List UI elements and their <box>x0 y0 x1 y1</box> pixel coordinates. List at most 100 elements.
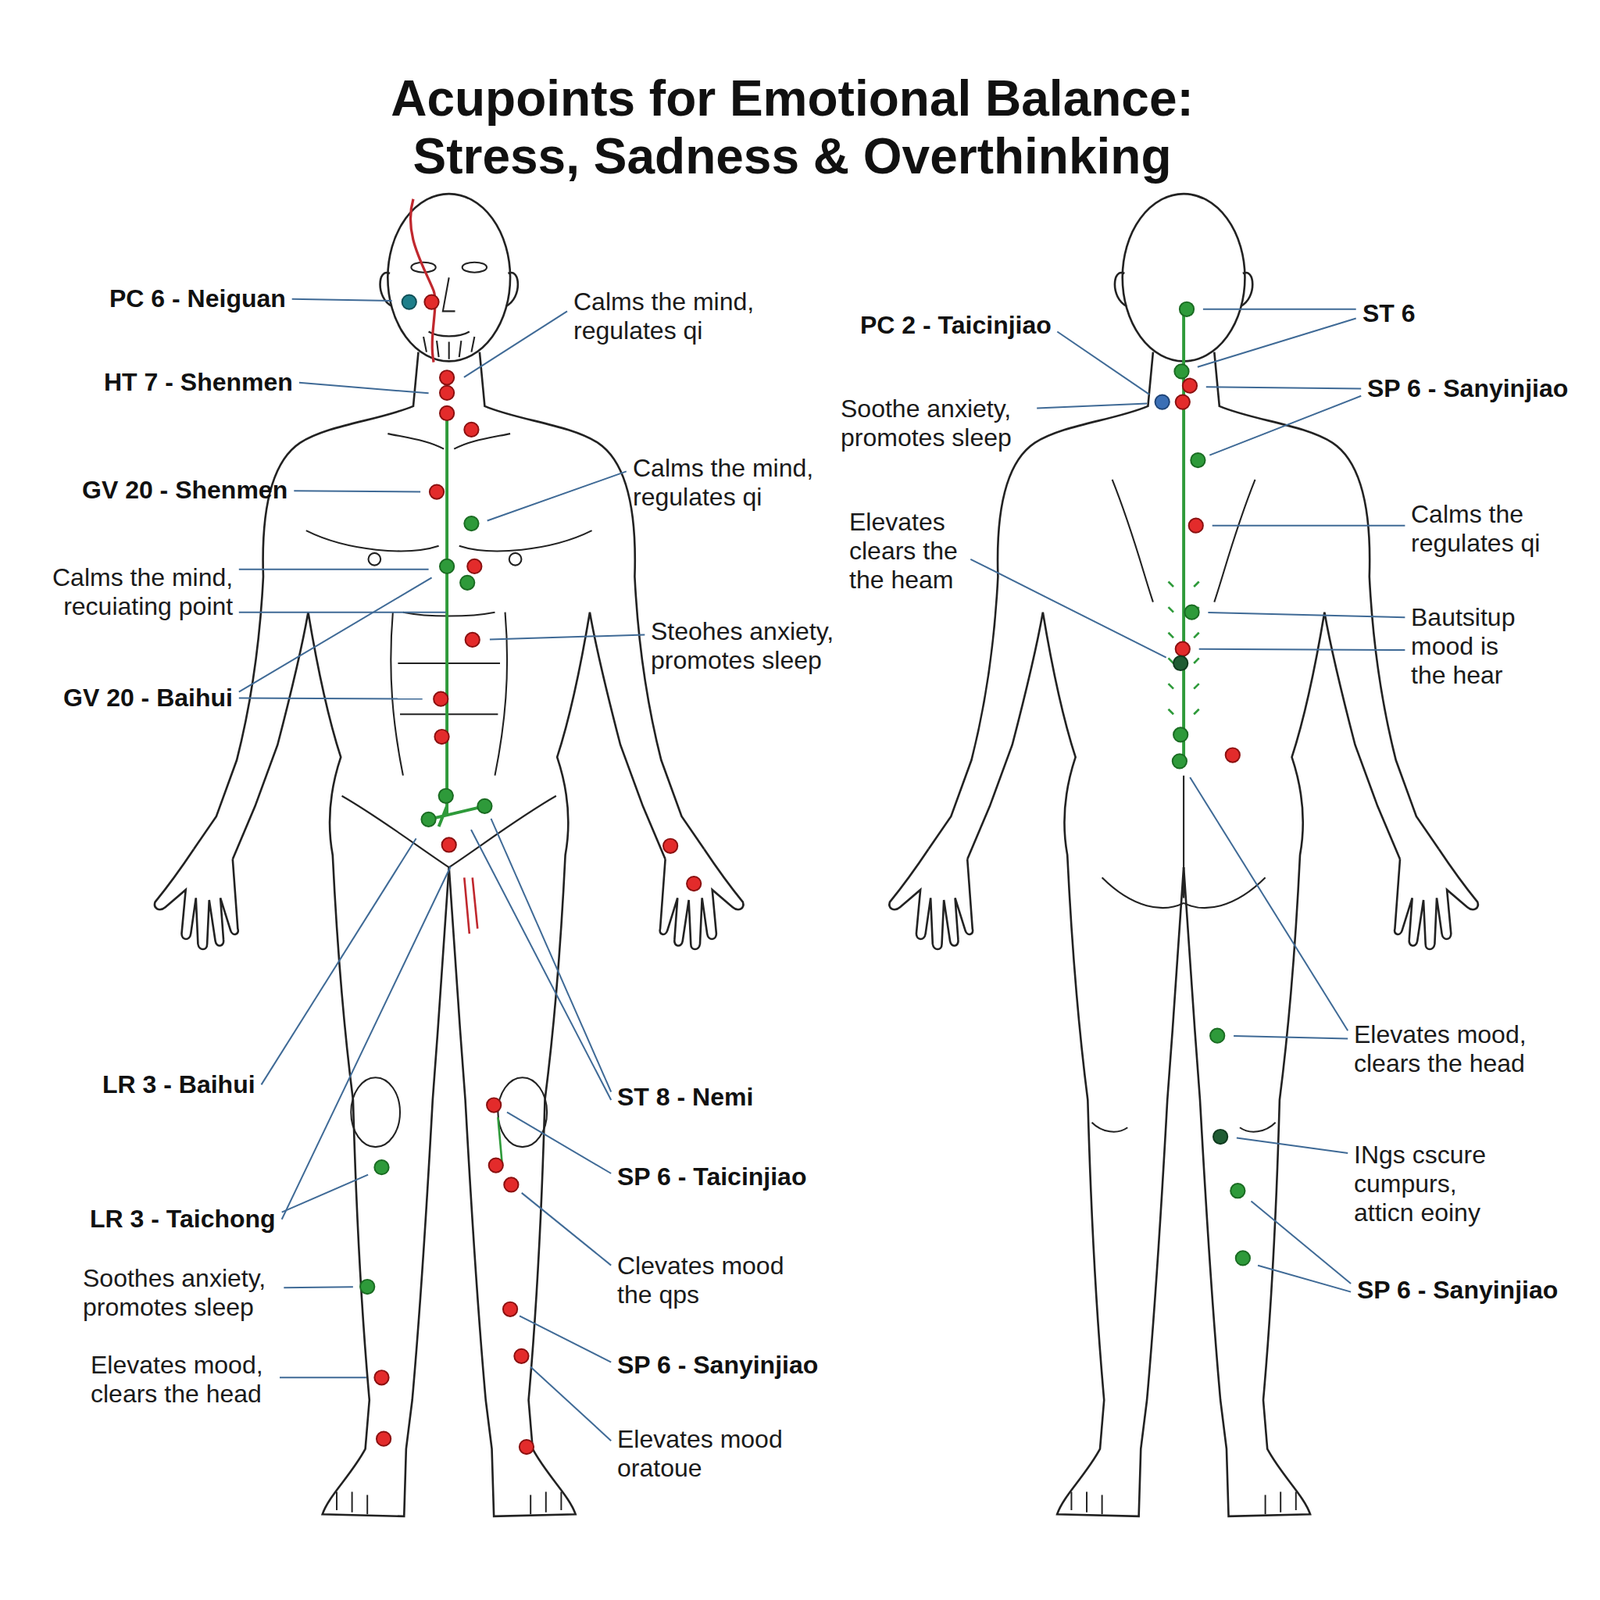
leader-line <box>239 611 447 614</box>
leader-line <box>530 1366 611 1441</box>
acupoint-dot <box>374 1160 389 1175</box>
point-label: LR 3 - Baihui <box>102 1070 256 1100</box>
acupoint-dot <box>439 406 454 421</box>
leader-line <box>239 577 433 692</box>
acupoint-dot <box>360 1279 375 1294</box>
acupoint-dot <box>1173 656 1188 671</box>
effect-note: Elevates mood, clears the head <box>90 1350 274 1409</box>
effect-note: Soothes anxiety, promotes sleep <box>82 1264 279 1322</box>
acupoint-dot <box>376 1431 391 1446</box>
acupoint-dot <box>439 370 454 385</box>
leader-line <box>239 568 429 571</box>
acupoint-dot <box>402 294 417 309</box>
effect-note: Elevates mood, clears the head <box>1353 1020 1537 1079</box>
point-label: LR 3 - Taichong <box>89 1204 276 1234</box>
acupoint-dot <box>1213 1129 1228 1144</box>
acupoint-dot <box>1179 302 1194 317</box>
point-label: GV 20 - Baihui <box>63 683 233 713</box>
effect-note: Calms the mind, recuiating point <box>42 563 233 622</box>
acupoint-dot <box>686 876 701 891</box>
acupoint-dot <box>465 632 480 647</box>
acupoint-dot <box>467 559 482 574</box>
leader-line <box>1251 1200 1352 1284</box>
diagram-title: Acupoints for Emotional Balance: Stress,… <box>367 70 1218 186</box>
leader-line <box>464 310 568 378</box>
leader-line <box>1257 1265 1351 1293</box>
acupoint-dot <box>489 1157 504 1172</box>
leg-meridian <box>497 1117 502 1164</box>
acupoint-dot <box>503 1302 518 1317</box>
leader-line <box>1203 308 1357 311</box>
acupoint-dot <box>1230 1183 1245 1198</box>
acupoint-dot <box>514 1349 529 1364</box>
acupoint-dot <box>1174 364 1189 379</box>
point-label: SP 6 - Sanyinjiao <box>1367 374 1568 404</box>
effect-note: Clevates mood the qps <box>617 1251 797 1310</box>
point-label: ST 8 - Nemi <box>617 1082 754 1112</box>
acupoint-dot <box>1235 1250 1250 1265</box>
leader-line <box>489 634 645 640</box>
point-label: SP 6 - Sanyinjiao <box>1357 1275 1558 1305</box>
point-label: ST 6 <box>1362 299 1416 329</box>
acupoint-dot <box>374 1370 389 1385</box>
point-label: SP 6 - Taicinjiao <box>617 1162 807 1192</box>
leg-meridian <box>464 877 478 934</box>
acupoint-dot <box>1210 1028 1225 1043</box>
effect-note: Elevates clears the the heam <box>849 507 965 594</box>
acupoint-dot <box>1189 518 1204 533</box>
acupoint-dot <box>442 837 457 852</box>
leader-line <box>239 697 423 699</box>
leader-line <box>282 866 451 1220</box>
effect-note: Calms the regulates qi <box>1410 500 1551 558</box>
leader-line <box>279 1376 367 1379</box>
leader-line <box>521 1192 612 1266</box>
leader-line <box>1189 777 1348 1031</box>
effect-note: Calms the mind, regulates qi <box>573 287 764 346</box>
acupoint-dot <box>424 294 439 309</box>
leader-line <box>1212 525 1406 527</box>
acupoint-dot <box>460 575 475 590</box>
effect-note: Calms the mind, regulates qi <box>632 453 823 512</box>
point-label: PC 6 - Neiguan <box>109 284 286 314</box>
effect-note: Steohes anxiety, promotes sleep <box>650 617 847 675</box>
effect-note: Bautsitup mood is the hear <box>1410 603 1524 690</box>
point-label: HT 7 - Shenmen <box>103 367 293 397</box>
leader-line <box>1236 1137 1348 1154</box>
acupoint-dot <box>439 385 454 400</box>
acupoint-dot <box>1182 378 1197 393</box>
acupoint-dot <box>1225 747 1240 762</box>
effect-note: Elevates mood oratoue <box>617 1425 793 1483</box>
acupoint-dot <box>464 516 479 531</box>
acupoint-dot <box>1175 394 1190 409</box>
acupoint-dot <box>421 812 436 827</box>
acupoint-dot <box>1155 394 1170 409</box>
acupoint-dot <box>439 789 454 804</box>
acupoint-dot <box>429 484 444 499</box>
leader-line <box>299 382 429 394</box>
leader-line <box>507 1112 611 1174</box>
leader-line <box>261 838 417 1085</box>
acupoint-dot <box>1184 605 1199 620</box>
leader-line <box>1233 1035 1348 1040</box>
leader-line <box>1207 612 1405 618</box>
leader-line <box>1206 386 1361 389</box>
leader-line <box>519 1315 611 1362</box>
acupoint-dot <box>439 559 454 574</box>
acupoint-dot <box>663 839 678 854</box>
leader-line <box>471 829 611 1100</box>
acupoint-dot <box>503 1177 518 1192</box>
head-meridian <box>410 199 436 363</box>
acupoint-dot <box>1190 453 1205 468</box>
acupoint-dot <box>1173 727 1188 742</box>
leader-line <box>1057 332 1150 395</box>
leader-line <box>1036 403 1147 408</box>
point-label: GV 20 - Shenmen <box>82 475 288 505</box>
acupoint-dot <box>486 1097 501 1112</box>
acupoint-dots <box>360 294 1250 1454</box>
acupoint-dot <box>1175 642 1190 657</box>
leader-line <box>1209 396 1361 456</box>
spine-marks <box>1168 581 1200 715</box>
point-label: SP 6 - Sanyinjiao <box>617 1350 818 1380</box>
front-details <box>306 262 593 1147</box>
